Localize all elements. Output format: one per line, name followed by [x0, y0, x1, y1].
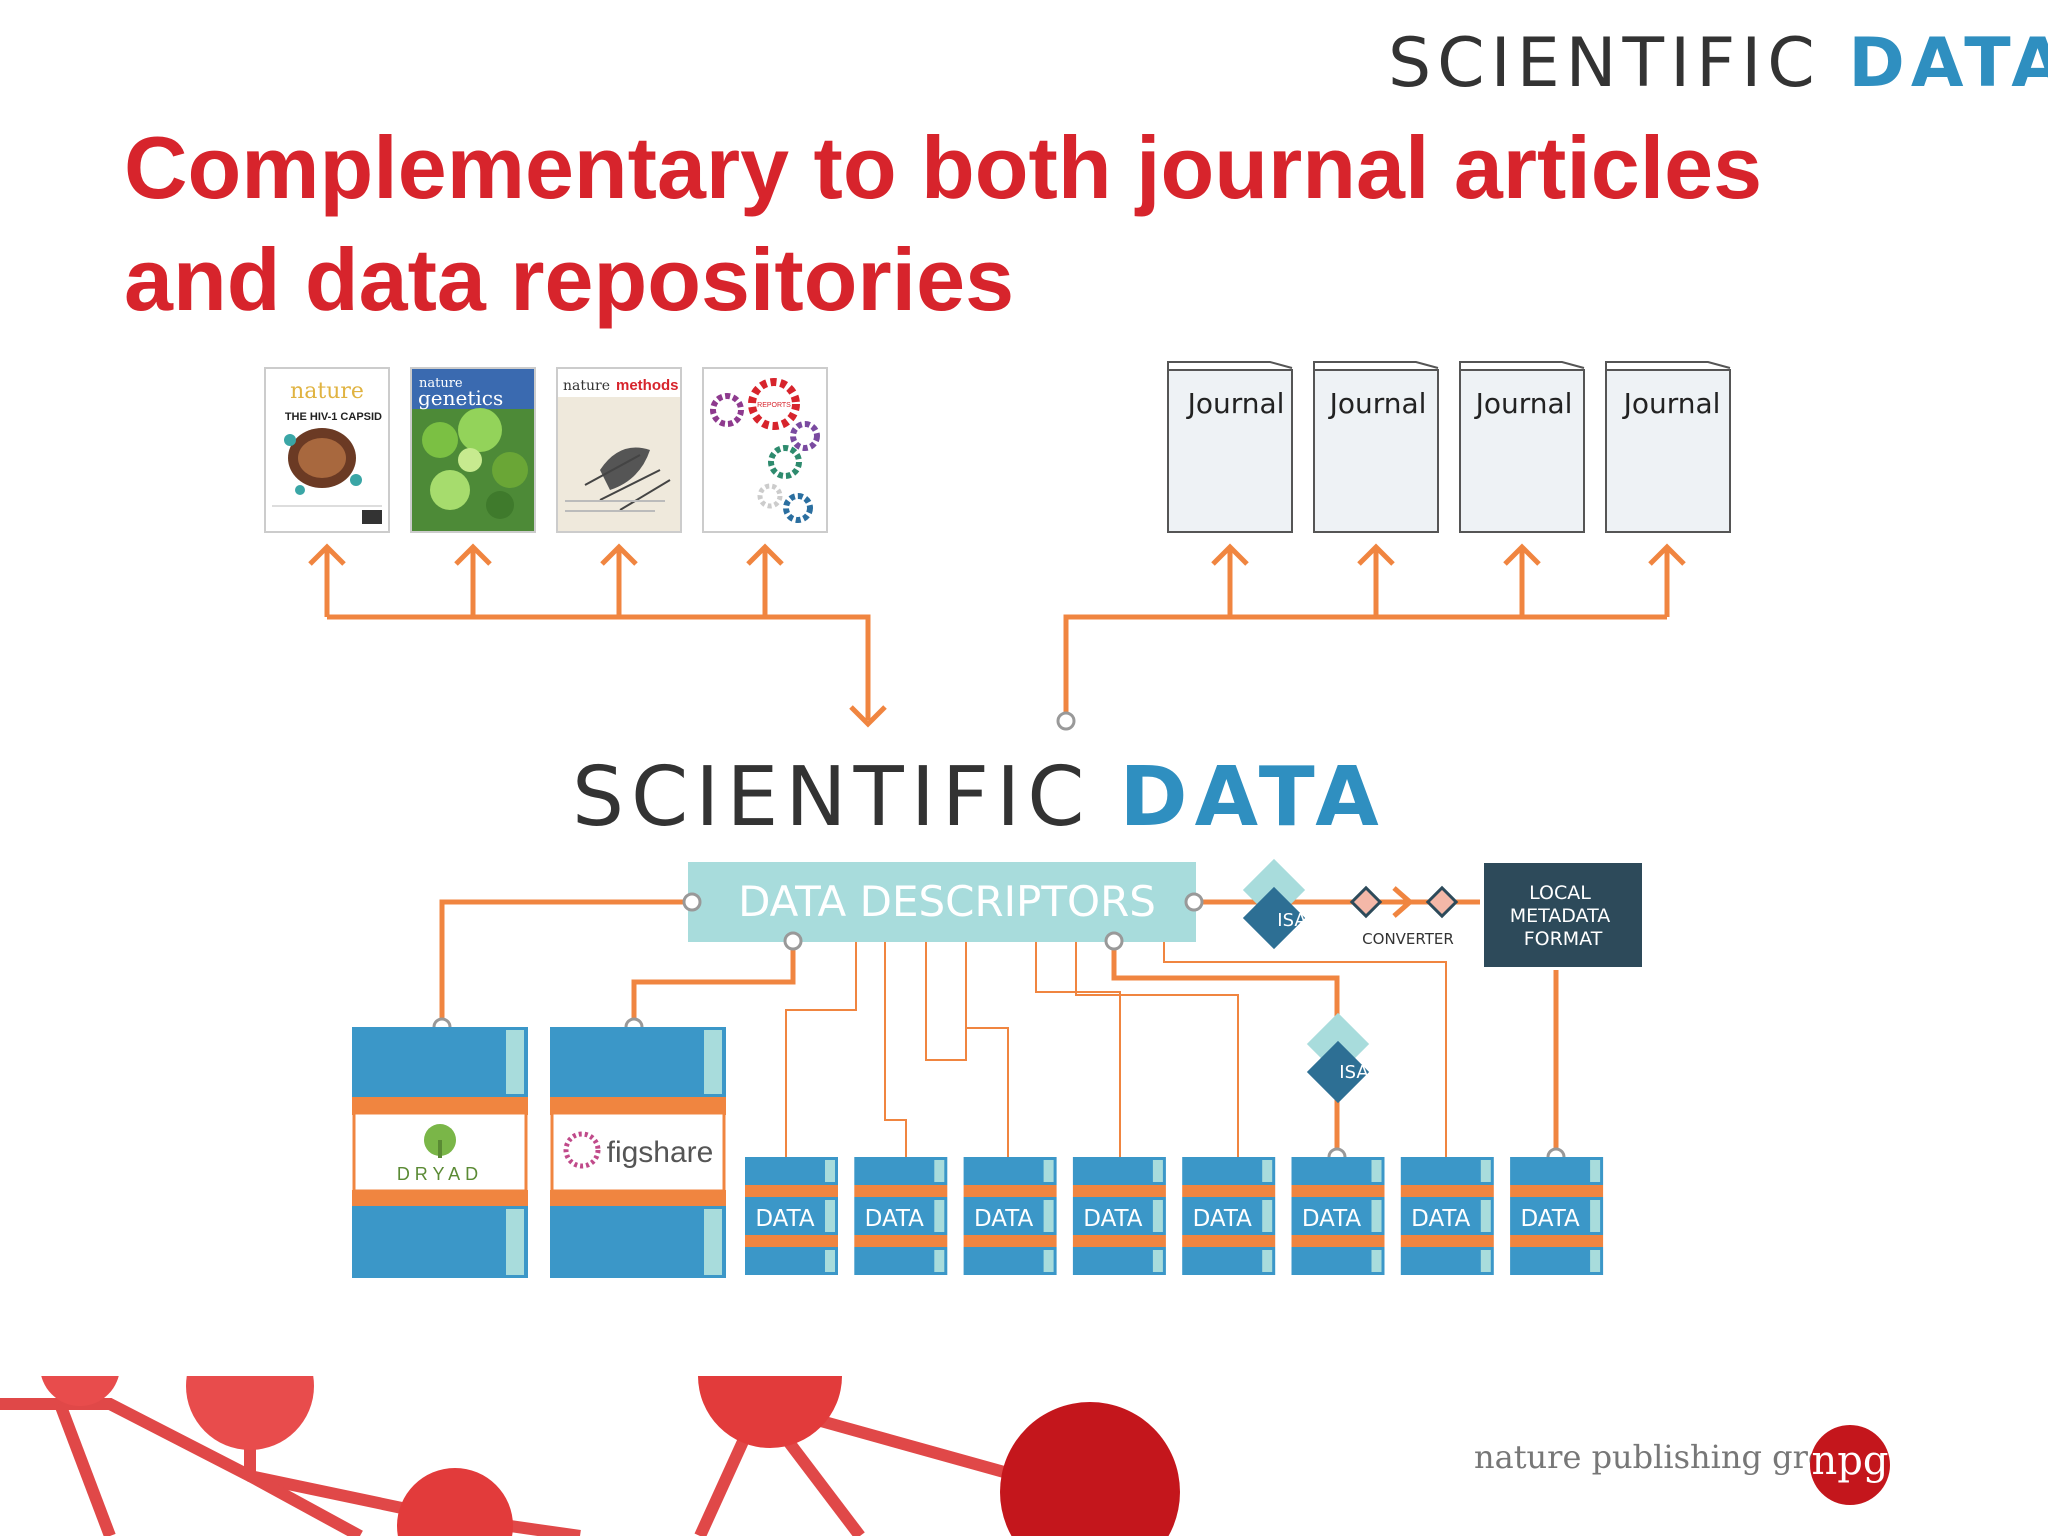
journal-cover-scientific-reports: REPORTS — [702, 367, 828, 533]
svg-text:nature: nature — [563, 378, 610, 394]
cover-illustration — [600, 447, 650, 490]
svg-text:genetics: genetics — [418, 386, 503, 410]
center-logo-part1: SCIENTIFIC — [572, 750, 1092, 845]
data-descriptors-label: DATA DESCRIPTORS — [738, 877, 1156, 926]
cover-headline: THE HIV-1 CAPSID — [285, 411, 382, 423]
slide-title: Complementary to both journal articles a… — [124, 118, 1763, 329]
data-block: DATA — [1400, 1157, 1494, 1275]
data-block-label: DATA — [1411, 1206, 1471, 1232]
isa-label-lower: ISA — [1339, 1062, 1369, 1083]
journal-label: Journal — [1186, 387, 1285, 420]
svg-text:REPORTS: REPORTS — [757, 402, 791, 409]
cover-title-nature: nature — [290, 379, 364, 404]
journal-cover-nature: nature THE HIV-1 CAPSID — [264, 367, 390, 533]
brand-part-2: DATA — [1848, 24, 2048, 103]
gear-icon — [748, 378, 800, 430]
data-block-connectors — [785, 942, 1447, 1157]
data-block: DATA — [1291, 1157, 1385, 1275]
isa-label: ISA — [1277, 910, 1307, 931]
data-blocks: DATA DATA DATA DATA DATA DATA DATA DATA — [745, 1157, 1604, 1275]
repository-dryad: DRYAD — [352, 1027, 528, 1278]
data-block: DATA — [1182, 1157, 1276, 1275]
journal-cover-nature-methods: nature methods — [556, 367, 682, 533]
data-block-label: DATA — [1193, 1206, 1253, 1232]
journal-cover-nature-genetics: nature genetics — [410, 367, 536, 533]
figshare-icon — [563, 1131, 601, 1169]
figshare-label: figshare — [607, 1136, 714, 1169]
repository-figshare: figshare — [550, 1027, 726, 1278]
data-block: DATA — [1072, 1157, 1166, 1275]
data-block: DATA — [854, 1157, 948, 1275]
journal-book: Journal — [1313, 361, 1439, 533]
center-scientific-data-logo: SCIENTIFIC DATA — [572, 750, 1386, 845]
data-block-label: DATA — [1083, 1206, 1143, 1232]
cover-title-methods: methods — [616, 377, 679, 394]
converter-label: CONVERTER — [1362, 930, 1454, 948]
scientific-data-logo: SCIENTIFIC DATA — [1388, 30, 2048, 98]
journal-label: Journal — [1328, 387, 1427, 420]
center-logo-part2: DATA — [1120, 750, 1386, 845]
data-block-label: DATA — [974, 1206, 1034, 1232]
molecule-decoration — [0, 1376, 1180, 1536]
isa-icon-lower: ISA — [1306, 1012, 1369, 1104]
journal-label: Journal — [1474, 387, 1573, 420]
data-block: DATA — [963, 1157, 1057, 1275]
generic-journals: Journal Journal Journal Journal — [1167, 361, 1731, 533]
npg-logo: npg — [1810, 1425, 1890, 1505]
dryad-label: DRYAD — [397, 1164, 483, 1184]
data-block-label: DATA — [755, 1206, 815, 1232]
data-descriptors-box — [688, 862, 1196, 942]
connector-node — [1056, 711, 1076, 731]
data-block-label: DATA — [865, 1206, 925, 1232]
data-block-label: DATA — [1520, 1206, 1580, 1232]
brand-part-1: SCIENTIFIC — [1388, 24, 1821, 103]
isa-icon: ISA — [1242, 858, 1307, 950]
journal-book: Journal — [1167, 361, 1293, 533]
local-metadata-box — [1484, 863, 1642, 967]
cover-title-genetics: nature — [419, 376, 463, 391]
journal-book: Journal — [1605, 361, 1731, 533]
journal-book: Journal — [1459, 361, 1585, 533]
publisher-name: nature publishing group — [1474, 1438, 1869, 1476]
local-metadata-label: LOCAL METADATA FORMAT — [1510, 882, 1617, 950]
top-connectors — [308, 543, 1686, 728]
data-block: DATA — [1510, 1157, 1604, 1275]
data-block-label: DATA — [1302, 1206, 1362, 1232]
data-block: DATA — [745, 1157, 838, 1275]
converter-icon: CONVERTER — [1349, 885, 1459, 948]
journal-label: Journal — [1622, 387, 1721, 420]
